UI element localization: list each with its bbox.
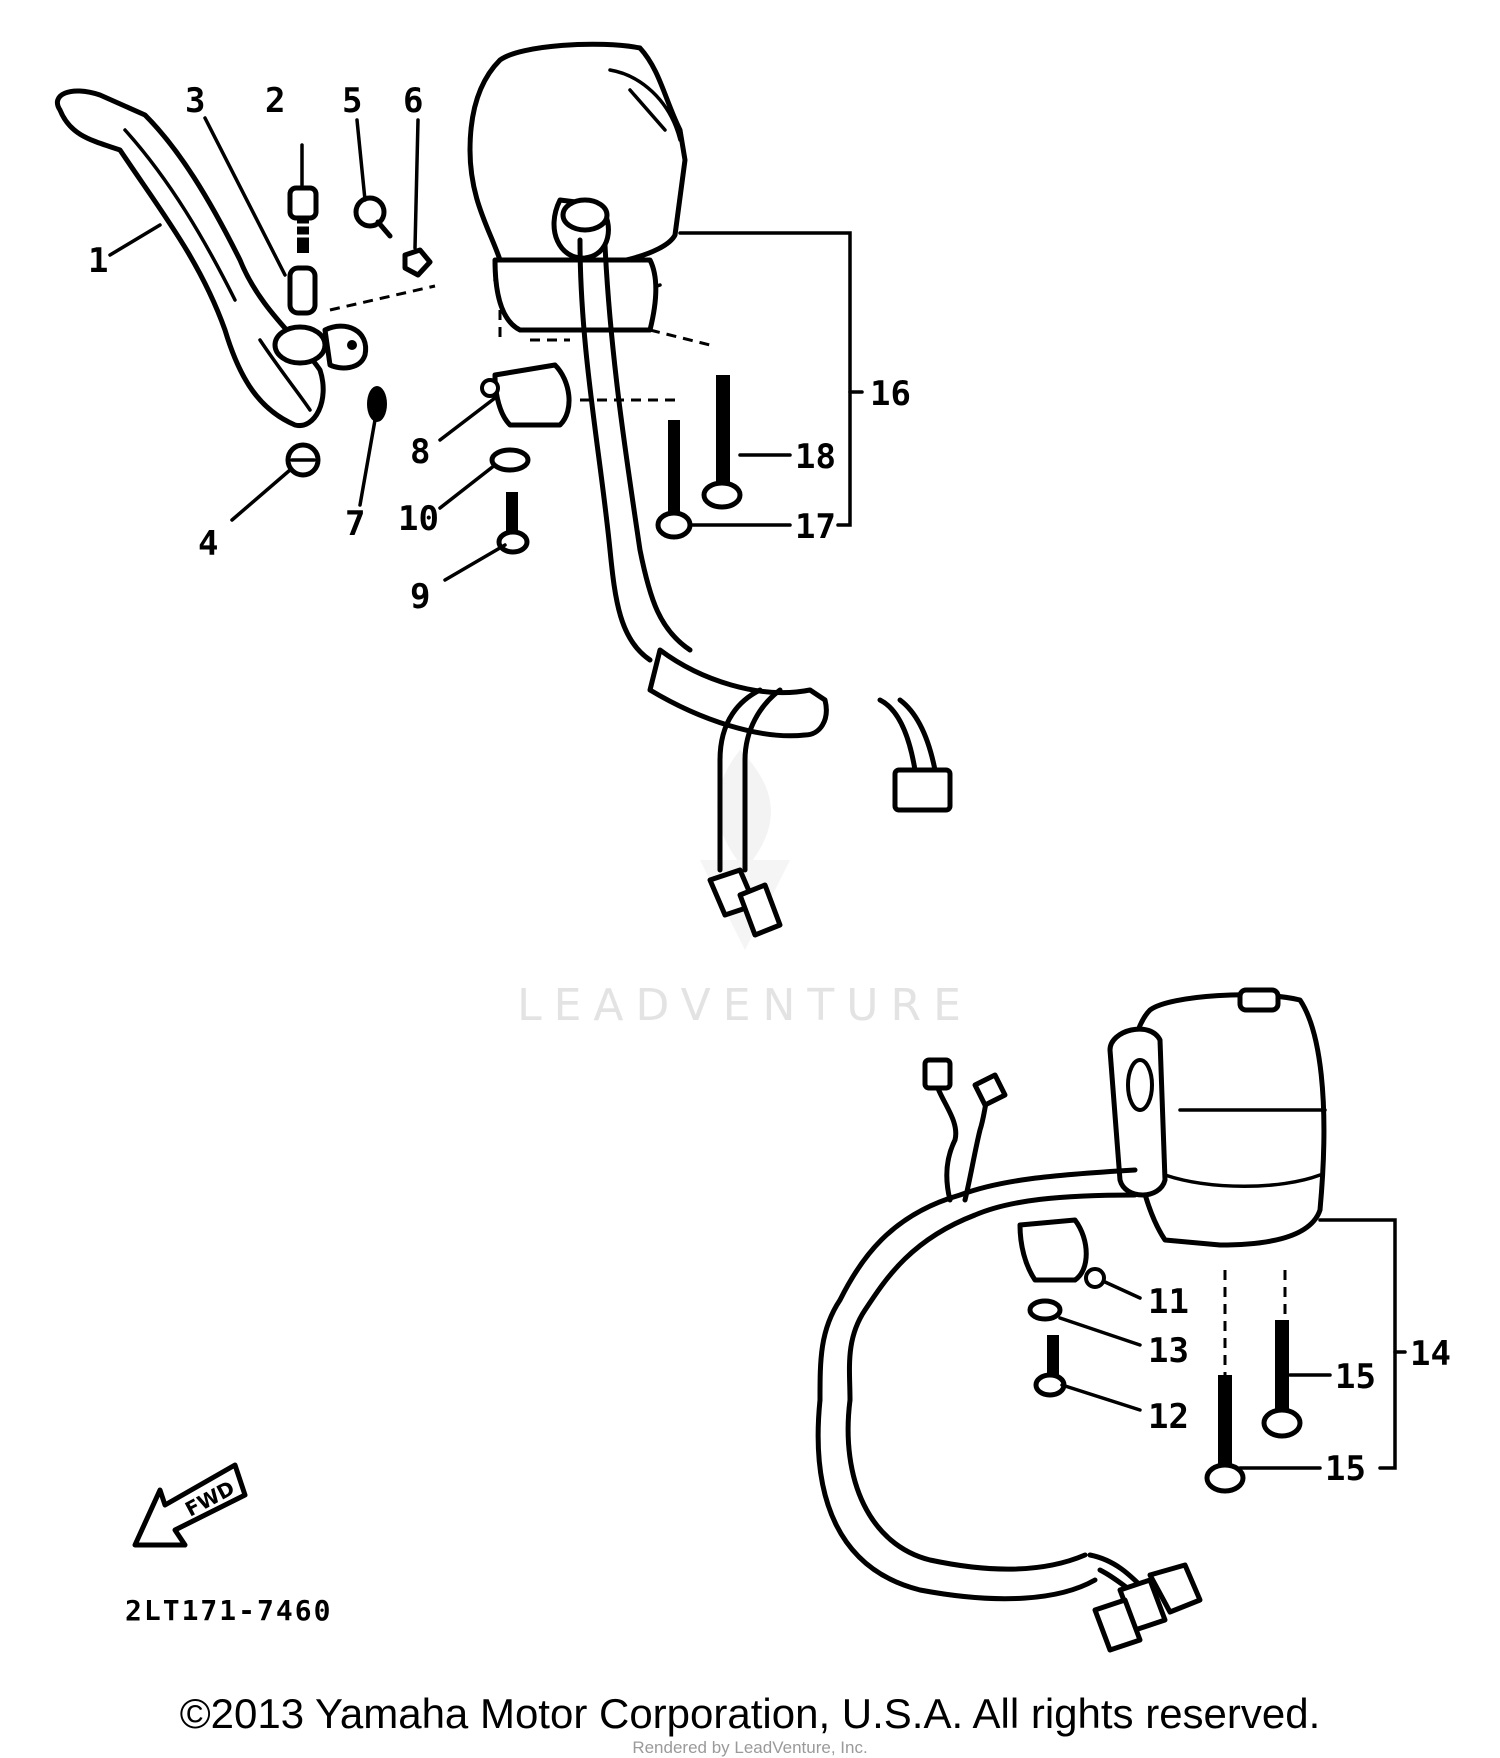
callout-labels: 1 2 3 4 5 6 7 8 9 10 11 12 13 14 15 15 1… — [88, 81, 1451, 1489]
spring-icon — [367, 386, 387, 422]
bushing-icon — [285, 442, 321, 478]
callout-2: 2 — [265, 81, 285, 121]
callout-6: 6 — [403, 81, 423, 121]
housing-screw-icon — [655, 420, 693, 540]
right-handlebar-switch-icon — [1107, 987, 1327, 1248]
callout-13: 13 — [1148, 1331, 1189, 1371]
brake-switch-screw-icon — [1033, 1335, 1067, 1398]
lock-nut-icon — [402, 247, 433, 278]
housing-screw-long-icon — [701, 375, 743, 510]
washer-lower-icon — [1027, 1298, 1063, 1322]
upper-wire-harness-icon — [577, 237, 953, 938]
callout-3: 3 — [185, 81, 205, 121]
brake-lever-icon — [55, 88, 326, 428]
callout-15a: 15 — [1335, 1357, 1376, 1397]
lower-wire-harness-icon — [815, 1057, 1203, 1653]
callout-15b: 15 — [1325, 1449, 1366, 1489]
rendered-by-text: Rendered by LeadVenture, Inc. — [632, 1738, 868, 1757]
left-handlebar-switch-icon — [467, 41, 688, 333]
callout-10: 10 — [398, 499, 439, 539]
clutch-switch-icon — [480, 362, 572, 428]
leader-lines-left — [108, 116, 420, 522]
collar-icon — [287, 265, 318, 316]
assembly-line — [329, 284, 436, 312]
diagram-code: 2LT171-7460 — [125, 1594, 332, 1627]
callout-1: 1 — [88, 241, 108, 281]
callout-4: 4 — [198, 524, 218, 564]
forward-direction-arrow-icon: FWD — [132, 1462, 248, 1548]
copyright-text: ©2013 Yamaha Motor Corporation, U.S.A. A… — [179, 1690, 1321, 1737]
callout-9: 9 — [410, 577, 430, 617]
callout-8: 8 — [410, 432, 430, 472]
watermark-text: LEADVENTURE — [517, 980, 973, 1031]
callout-5: 5 — [342, 81, 362, 121]
callout-12: 12 — [1148, 1397, 1189, 1437]
lever-pivot-icon — [272, 323, 369, 371]
callout-11: 11 — [1148, 1282, 1189, 1322]
callout-18: 18 — [795, 437, 836, 477]
switch-screw-icon — [496, 492, 530, 555]
leader-lines-lower — [1058, 1218, 1407, 1470]
adjuster-screw-icon — [353, 195, 393, 239]
callout-16: 16 — [870, 374, 911, 414]
callout-17: 17 — [795, 507, 836, 547]
pivot-bolt-icon — [287, 185, 319, 253]
washer-icon — [489, 447, 531, 473]
front-brake-switch-icon — [1017, 1217, 1106, 1289]
leader-lines-upper — [438, 231, 864, 582]
callout-7: 7 — [345, 504, 365, 544]
lower-housing-screw-icon — [1204, 1320, 1303, 1494]
assembly-line — [649, 328, 711, 347]
callout-14: 14 — [1410, 1334, 1451, 1374]
